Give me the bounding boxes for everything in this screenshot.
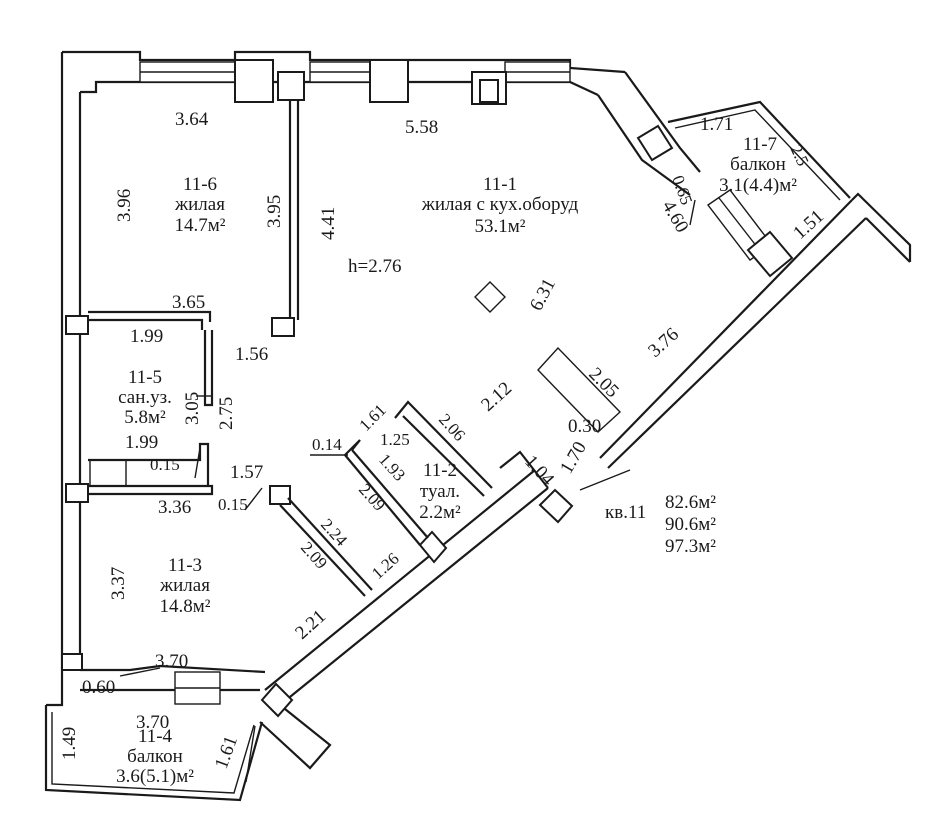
apartment-summary: кв.11 82.6м² 90.6м² 97.3м² <box>605 492 716 557</box>
dimension-label: 1.99 <box>125 432 158 453</box>
room-11-7: 11-7 балкон 3.1(4.4)м² <box>719 134 797 196</box>
room-number: 11-6 <box>183 174 217 195</box>
room-11-3: 11-3 жилая 14.8м² <box>159 555 211 617</box>
dimension-label: 2.5 <box>786 142 812 169</box>
dimension-label: 3.36 <box>158 497 191 518</box>
dimension-label: 1.49 <box>59 727 80 760</box>
dimension-label: 2.75 <box>216 397 237 430</box>
room-area: 53.1м² <box>475 216 526 237</box>
dimension-label: 2.09 <box>297 538 331 573</box>
dimension-label: 1.25 <box>380 430 410 449</box>
dimension-label: 2.12 <box>477 378 516 416</box>
room-name: балкон <box>730 154 786 175</box>
room-number: 11-3 <box>168 555 202 576</box>
room-number: 11-7 <box>743 134 777 155</box>
room-name: туал. <box>420 481 460 502</box>
room-11-1: 11-1 жилая с кух.оборуд 53.1м² <box>421 174 579 237</box>
dimension-label: 0.60 <box>82 677 115 698</box>
dimension-label: 3.70 <box>136 712 169 733</box>
dimension-label: 4.41 <box>318 207 339 240</box>
dimension-label: 2.05 <box>584 364 622 402</box>
ceiling-height: h=2.76 <box>348 256 401 277</box>
apartment-label: кв.11 <box>605 502 646 523</box>
room-11-5: 11-5 сан.уз. 5.8м² <box>118 367 172 428</box>
dimension-label: 3.70 <box>155 651 188 672</box>
room-name: жилая <box>159 575 210 596</box>
dimension-label: 1.56 <box>235 344 268 365</box>
dimension-label: 1.51 <box>789 206 828 244</box>
room-area: 3.1(4.4)м² <box>719 175 797 196</box>
dimension-label: 2.09 <box>355 480 389 515</box>
dimension-label: 1.93 <box>375 450 409 485</box>
dimension-label: 1.61 <box>211 733 242 771</box>
dimension-label: 3.65 <box>172 292 205 313</box>
dimension-label: 1.71 <box>700 114 733 135</box>
room-name: жилая <box>174 194 225 215</box>
dimension-label: 0.15 <box>150 455 180 474</box>
dimension-label: 2.21 <box>291 606 330 644</box>
interior-walls <box>88 100 622 597</box>
dimension-label: 3.96 <box>114 189 135 222</box>
riser-marker-icon <box>474 281 506 313</box>
outer-walls <box>44 50 912 802</box>
dimension-label: 1.70 <box>556 438 591 477</box>
room-area: 14.8м² <box>160 596 211 617</box>
dimension-label: 3.37 <box>108 567 129 600</box>
dimension-label: 3.05 <box>182 392 203 425</box>
apartment-area-1: 82.6м² <box>665 492 716 513</box>
room-number: 11-1 <box>483 174 517 195</box>
dimension-label: 1.04 <box>520 451 558 490</box>
markers <box>119 199 696 783</box>
room-area: 3.6(5.1)м² <box>116 766 194 787</box>
room-area: 14.7м² <box>175 215 226 236</box>
apartment-area-3: 97.3м² <box>665 536 716 557</box>
dimension-label: 1.57 <box>230 462 263 483</box>
room-name: балкон <box>127 746 183 767</box>
dimension-label: 1.99 <box>130 326 163 347</box>
windows <box>139 61 774 705</box>
dimension-label: 3.76 <box>644 324 683 362</box>
dimension-label: 1.26 <box>368 549 403 583</box>
room-11-4: 11-4 балкон 3.6(5.1)м² <box>116 726 194 787</box>
room-11-2: 11-2 туал. 2.2м² <box>419 460 461 523</box>
room-11-6: 11-6 жилая 14.7м² <box>174 174 226 236</box>
room-number: 11-5 <box>128 367 162 388</box>
room-number: 11-4 <box>138 726 173 747</box>
dimension-label: 6.31 <box>526 275 560 314</box>
dimension-label: 3.64 <box>175 109 209 130</box>
columns <box>61 59 794 718</box>
dimension-label: 0.30 <box>568 416 601 437</box>
room-area: 5.8м² <box>124 407 166 428</box>
dimension-label: 3.95 <box>264 195 285 228</box>
room-area: 2.2м² <box>419 502 461 523</box>
room-name: жилая с кух.оборуд <box>421 194 579 215</box>
dimension-label: 2.24 <box>317 515 351 550</box>
room-name: сан.уз. <box>118 387 172 408</box>
apartment-area-2: 90.6м² <box>665 514 716 535</box>
room-number: 11-2 <box>423 460 457 481</box>
dimension-label: 5.58 <box>405 117 438 138</box>
dimension-label: 0.14 <box>312 435 342 454</box>
dimension-label: 0.15 <box>218 495 248 514</box>
dimension-label: 2.06 <box>435 410 469 445</box>
